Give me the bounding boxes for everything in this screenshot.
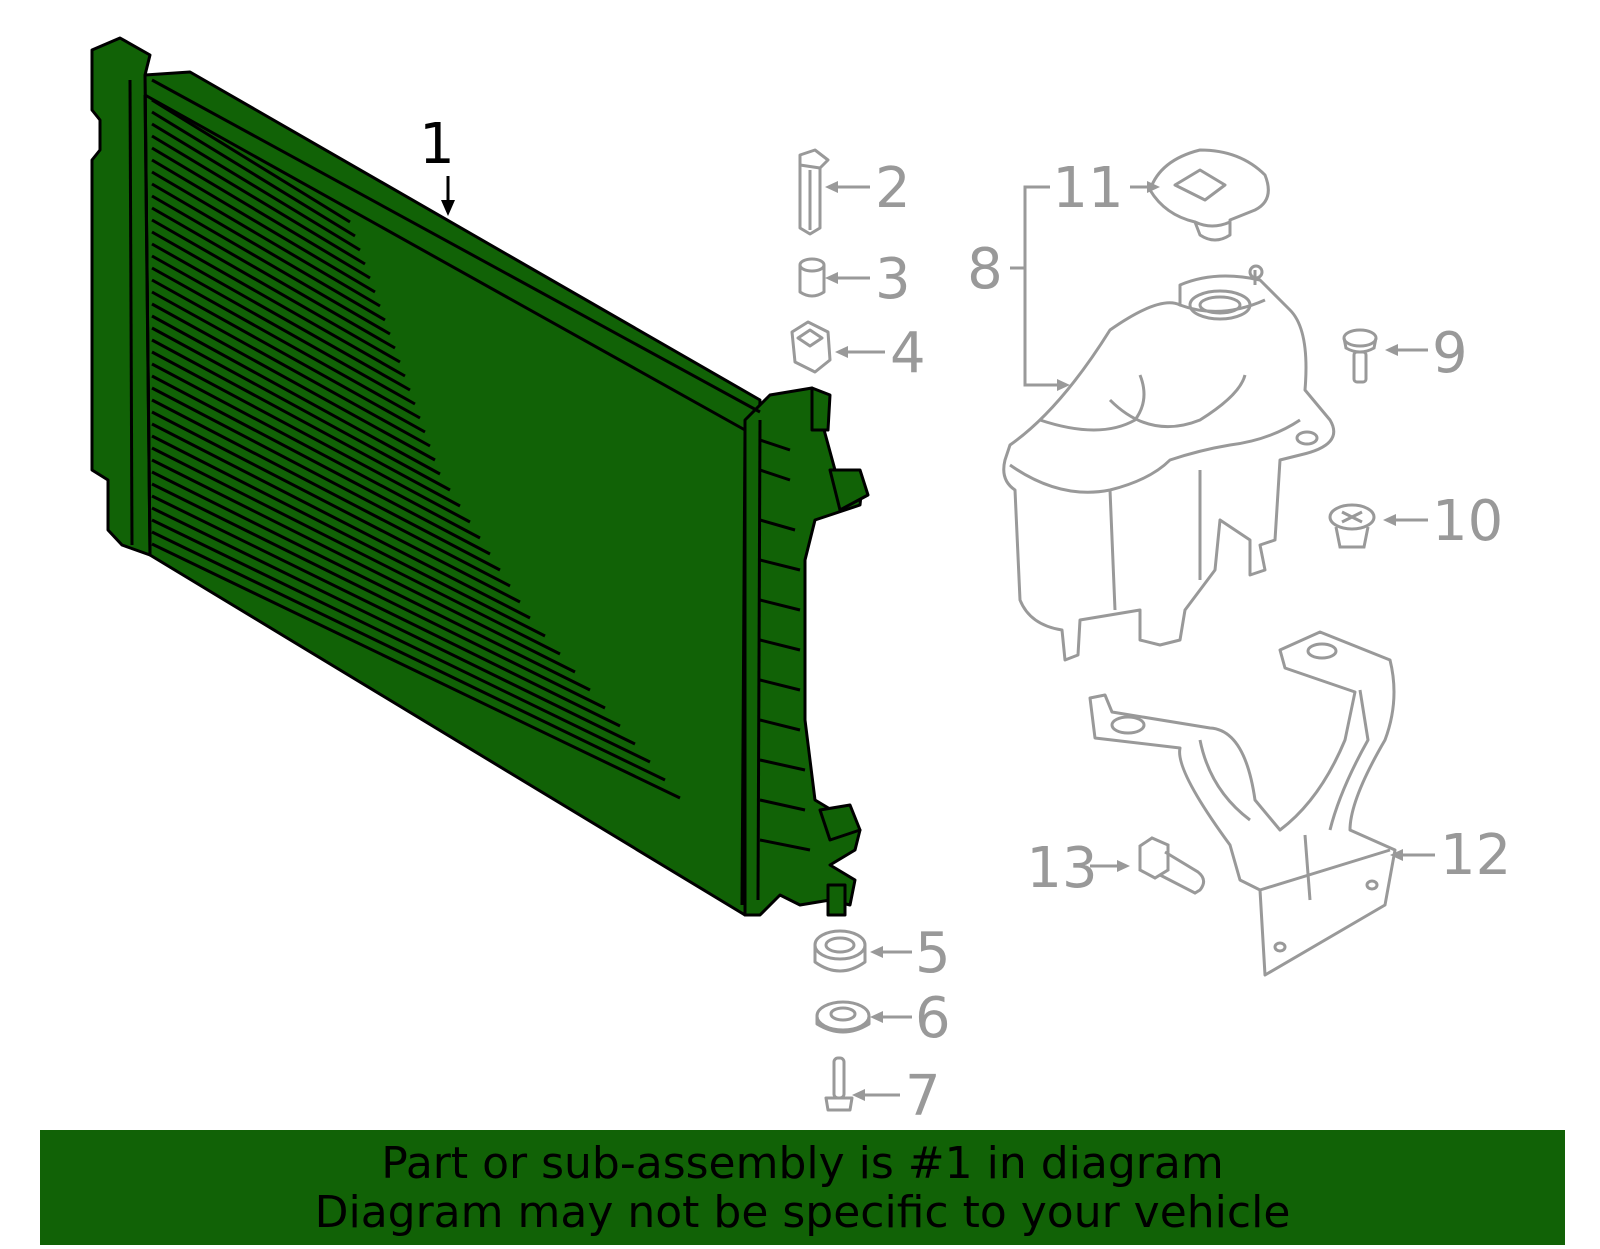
callout-11: 11 — [1052, 156, 1123, 221]
part-2-pin[interactable] — [798, 148, 830, 236]
callout-6: 6 — [915, 986, 951, 1051]
callout-1-label: 1 — [419, 112, 455, 177]
callout-10: 10 — [1432, 489, 1503, 554]
callout-3: 3 — [875, 247, 911, 312]
part-4-mount[interactable] — [790, 320, 832, 374]
part-3-bushing[interactable] — [798, 257, 826, 298]
callout-8-bracket — [1010, 185, 1070, 391]
part-7-bolt[interactable] — [824, 1056, 854, 1112]
part-8-coolant-reservoir[interactable] — [1002, 264, 1336, 662]
callout-5: 5 — [915, 921, 951, 986]
callout-8: 8 — [967, 237, 1003, 302]
part-13-bolt[interactable] — [1138, 836, 1205, 895]
part-10-clip[interactable] — [1328, 503, 1376, 549]
part-9-screw[interactable] — [1342, 328, 1378, 384]
callout-2: 2 — [875, 156, 911, 221]
banner-line-1: Part or sub-assembly is #1 in diagram — [381, 1138, 1224, 1189]
part-5-grommet[interactable] — [813, 929, 867, 973]
callout-12: 12 — [1440, 823, 1511, 888]
part-12-bracket[interactable] — [1088, 630, 1397, 977]
notice-banner: Part or sub-assembly is #1 in diagram Di… — [40, 1130, 1565, 1245]
callout-9: 9 — [1432, 321, 1468, 386]
right-tank-ribs — [759, 438, 811, 852]
part-6-washer[interactable] — [815, 1000, 871, 1034]
radiator-fin-lines — [151, 98, 681, 800]
part-11-reservoir-cap[interactable] — [1148, 148, 1270, 242]
callout-4: 4 — [890, 321, 926, 386]
callout-7: 7 — [905, 1064, 941, 1129]
callout-13: 13 — [1026, 836, 1097, 901]
banner-line-2: Diagram may not be specific to your vehi… — [314, 1187, 1291, 1238]
callout-1[interactable]: 1 — [419, 112, 455, 216]
